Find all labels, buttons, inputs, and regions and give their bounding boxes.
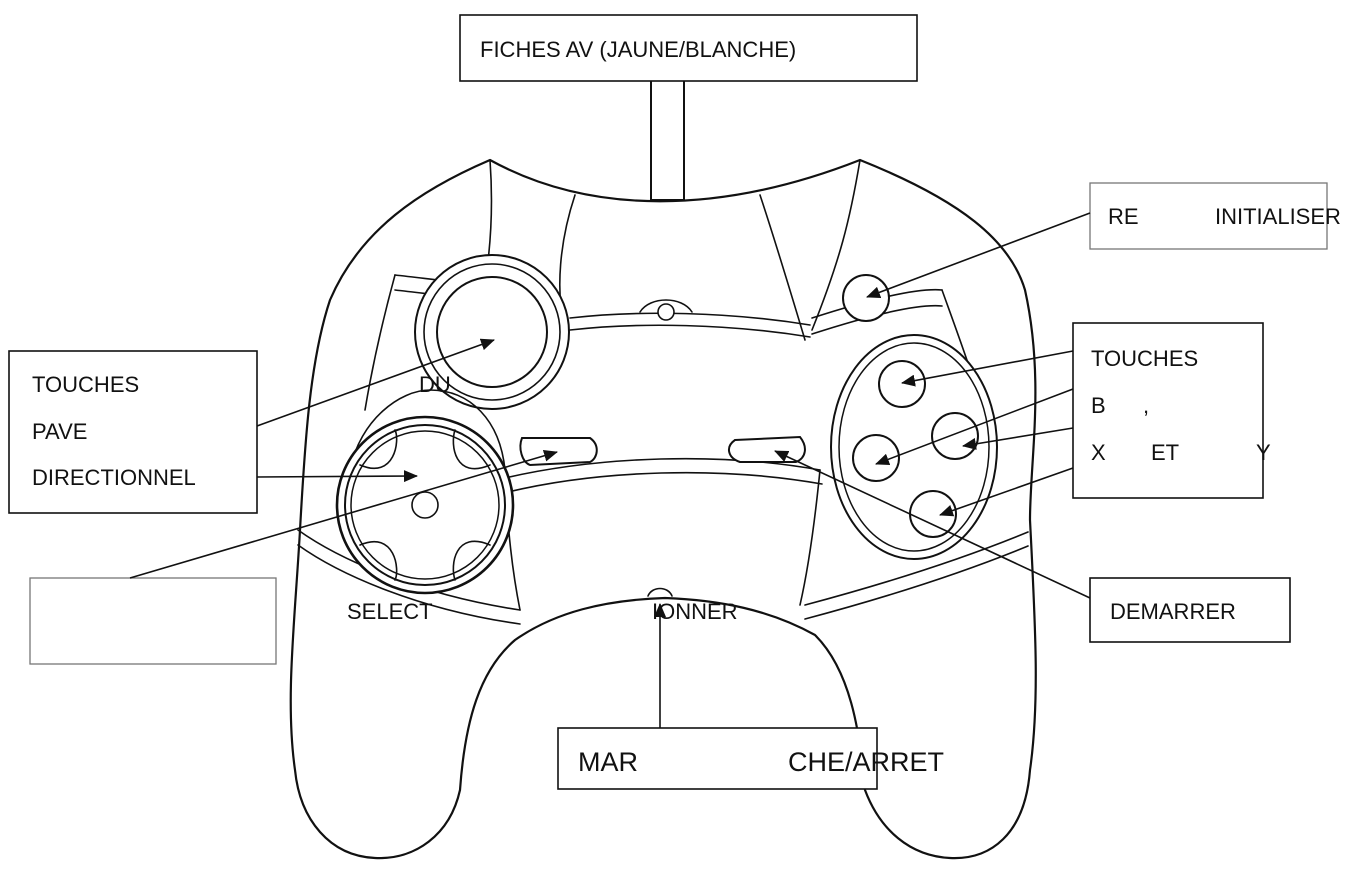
dpad	[335, 389, 515, 595]
face-buttons-label-et: ET	[1151, 440, 1179, 465]
grip-left-seam	[364, 274, 396, 411]
center-led-bump	[639, 299, 693, 313]
controller-outline	[289, 158, 1037, 860]
start-box	[1089, 577, 1291, 643]
power-label-part2: CHE/ARRET	[788, 747, 944, 777]
reset-box	[1089, 182, 1328, 250]
dpad-label-du: DU	[419, 372, 451, 397]
mid-band-2	[507, 471, 823, 493]
face-buttons-box	[1072, 322, 1264, 499]
panel-right-divider-2	[811, 159, 861, 331]
controller-body	[289, 79, 1037, 860]
dpad-label-line2: PAVE	[32, 419, 87, 444]
shoulder-right-seam	[811, 288, 943, 319]
center-led	[657, 303, 675, 321]
start-button-shape	[728, 435, 806, 463]
reset-label-part1: RE	[1108, 204, 1139, 229]
lower-seam-left-2	[297, 544, 521, 625]
shoulder-right-seam-2	[811, 304, 943, 335]
face-buttons-label-y: Y	[1256, 440, 1271, 465]
face-buttons	[830, 334, 998, 560]
select-label-part1: SELECT	[347, 599, 433, 624]
center-band-top	[569, 312, 811, 326]
face-buttons-label-b: B	[1091, 393, 1106, 418]
reset-button-shape	[842, 274, 890, 322]
divider-right	[799, 469, 821, 606]
dpad-label-line1: TOUCHES	[32, 372, 139, 397]
face-buttons-label-x: X	[1091, 440, 1106, 465]
dpad-label-line3: DIRECTIONNEL	[32, 465, 196, 490]
center-notch	[647, 587, 673, 597]
av-cable	[650, 79, 685, 201]
dpad-box	[8, 350, 258, 514]
select-button-shape	[519, 437, 598, 467]
reset-label-part2: INITIALISER	[1215, 204, 1341, 229]
start-label: DEMARRER	[1110, 599, 1236, 624]
select-box	[29, 577, 277, 665]
power-label-part1: MAR	[578, 747, 638, 777]
lower-seam-right	[804, 531, 1029, 606]
av-plugs-label: FICHES AV (JAUNE/BLANCHE)	[480, 37, 796, 62]
panel-right-divider	[759, 194, 806, 341]
power-box	[557, 727, 878, 790]
face-buttons-label-line1: TOUCHES	[1091, 346, 1198, 371]
leader-lines	[129, 212, 1091, 728]
av-plugs-box	[459, 14, 918, 82]
face-buttons-label-comma: ,	[1143, 393, 1149, 418]
mid-band	[504, 457, 821, 479]
select-label-part2: IONNER	[652, 599, 738, 624]
center-band-top-2	[569, 324, 811, 338]
analog-stick	[414, 254, 570, 410]
